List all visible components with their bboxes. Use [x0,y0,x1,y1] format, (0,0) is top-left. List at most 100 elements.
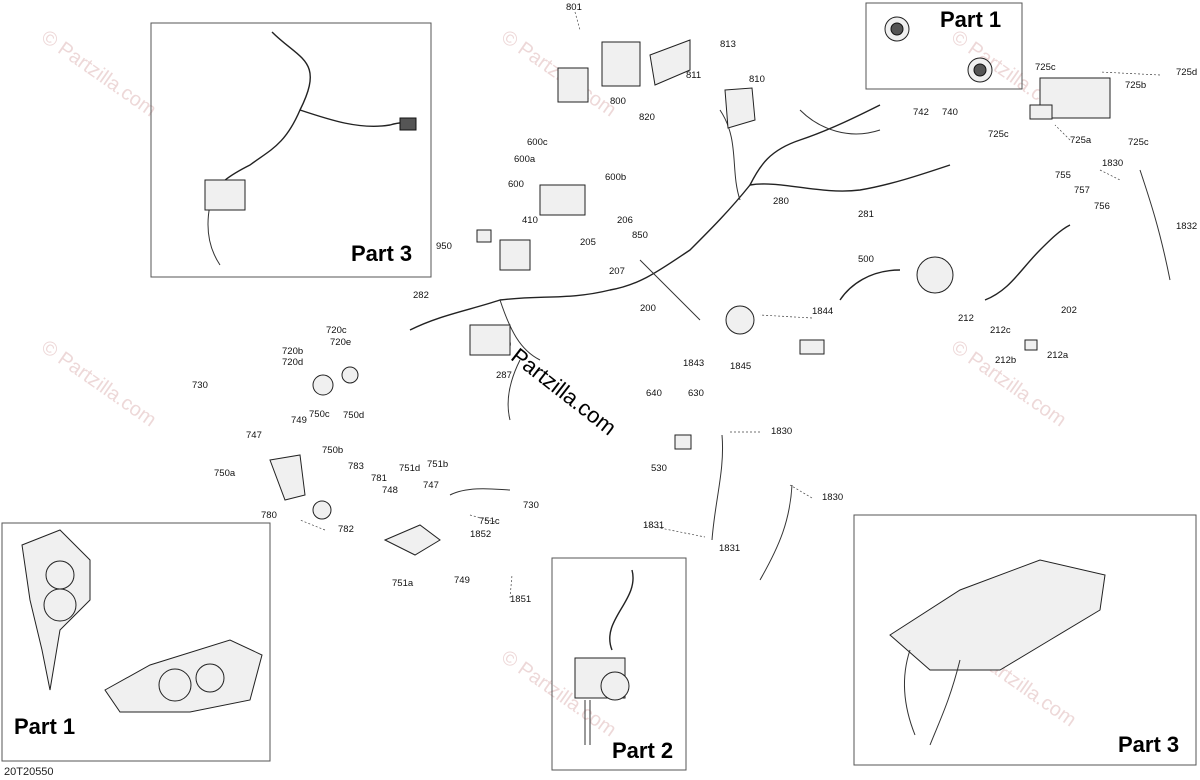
junction-icon [469,324,511,356]
callout: 751d [399,463,420,474]
callout: 600 [508,179,524,190]
callout: 725b [1125,80,1146,91]
bracket-icon [649,39,691,86]
callout: 781 [371,473,387,484]
callout: 749 [291,415,307,426]
callout: 630 [688,388,704,399]
callout: 1830 [1102,158,1123,169]
panel-bottom-right: Part 3 [853,514,1197,766]
relay-icon [674,434,692,450]
callout: 740 [942,107,958,118]
callout: 820 [639,112,655,123]
callout: 200 [640,303,656,314]
callout: 811 [686,70,701,81]
fuse-box-icon [539,184,586,216]
ecu-module-icon [557,67,589,103]
panel-top-right: Part 1 [865,2,1023,90]
harness-tray-icon [889,559,1106,671]
callout: 800 [610,96,626,107]
callout: 282 [413,290,429,301]
panel-title: Part 1 [14,714,75,739]
headlight-bracket-icon [383,524,441,556]
callout: 287 [496,370,512,381]
callout: 750c [309,409,330,420]
callout: 730 [192,380,208,391]
callout: 780 [261,510,277,521]
callout: 783 [348,461,364,472]
callout: 212b [995,355,1016,366]
callout: 720e [330,337,351,348]
svg-text:© Partzilla.com: © Partzilla.com [37,336,160,431]
callout: 1831 [643,520,664,531]
callout: 410 [522,215,538,226]
callout: 1832 [1176,221,1197,232]
bracket-icon [724,87,756,129]
callout: 751c [479,516,500,527]
callout: 750a [214,468,236,479]
panel-title: Part 3 [351,241,412,266]
connector-icon [799,339,825,355]
panel-title: Part 2 [612,738,673,763]
callout: 950 [436,241,452,252]
callout: 600b [605,172,626,183]
callout: 640 [646,388,662,399]
ecu-module-icon [601,41,641,87]
connector-icon [1024,339,1038,351]
panel-bottom-middle: Part 2 [551,557,687,771]
horn-icon [312,500,332,520]
callout: 747 [423,480,439,491]
callout: 280 [773,196,789,207]
callout: 801 [566,2,582,13]
components [269,39,1111,556]
relay-icon [499,239,531,271]
callout: 600c [527,137,548,148]
callout: 1831 [719,543,740,554]
callout: 720c [326,325,347,336]
callout: 725c [988,129,1009,140]
main-harness [409,104,1171,581]
callout: 205 [580,237,596,248]
callout: 813 [720,39,736,50]
callout-labels: 801 813 811 810 800 820 725c 725d 725b 7… [192,2,1197,605]
svg-text:© Partzilla.com: © Partzilla.com [37,26,160,121]
callout: 1844 [812,306,833,317]
callout: 748 [382,485,398,496]
sensor-icon [725,305,755,335]
callout: 720b [282,346,303,357]
callout: 850 [632,230,648,241]
callout: 742 [913,107,929,118]
callout: 500 [858,254,874,265]
module-icon [1029,104,1053,120]
callout: 750d [343,410,364,421]
callout: 600a [514,154,536,165]
callout: 749 [454,575,470,586]
callout: 212 [958,313,974,324]
callout: 725d [1176,67,1197,78]
callout: 725a [1070,135,1092,146]
connector-icon [341,366,359,384]
callout: 757 [1074,185,1090,196]
callout: 1843 [683,358,704,369]
callout: 1830 [771,426,792,437]
callout: 720d [282,357,303,368]
callout: 725c [1128,137,1149,148]
connector-icon [312,374,334,396]
callout: 755 [1055,170,1071,181]
gauge-icon [916,256,954,294]
callout: 530 [651,463,667,474]
panel-top-left: Part 3 [150,22,432,278]
callout: 751b [427,459,448,470]
bracket-icon [204,179,246,211]
panel-title: Part 1 [940,7,1001,32]
switch-icon [476,229,492,243]
callout: 212a [1047,350,1069,361]
leader-lines [299,11,1161,599]
panel-bottom-left: Part 1 [1,522,271,762]
diagram-code: 20T20550 [4,766,54,778]
callout: 1830 [822,492,843,503]
callout: 1845 [730,361,751,372]
callout: 1852 [470,529,491,540]
callout: 206 [617,215,633,226]
callout: 810 [749,74,765,85]
